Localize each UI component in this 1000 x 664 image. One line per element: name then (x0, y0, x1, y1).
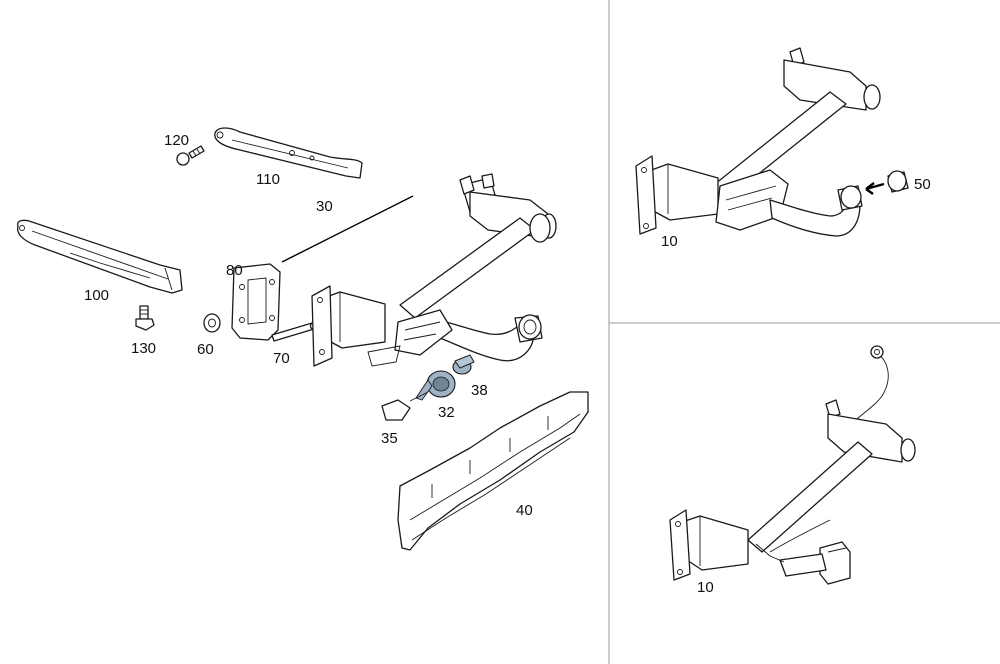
callout-120: 120 (164, 132, 189, 149)
callout-70: 70 (273, 350, 290, 367)
callout-110: 110 (256, 171, 280, 188)
callout-10-top: 10 (661, 233, 678, 250)
crossbar-100 (16, 219, 183, 294)
callout-40: 40 (516, 502, 533, 519)
callout-10-bottom: 10 (697, 579, 714, 596)
bumper-reinforcement-40 (397, 391, 589, 551)
leader-30 (281, 195, 414, 263)
callout-30: 30 (316, 198, 333, 215)
clip-35 (381, 399, 411, 421)
towbar-assembly (311, 173, 557, 367)
arrow-50 (865, 182, 885, 195)
callout-100: 100 (84, 287, 109, 304)
callout-60: 60 (197, 341, 214, 358)
leader-32 (409, 391, 429, 402)
callout-80: 80 (226, 262, 243, 279)
callout-50: 50 (914, 176, 931, 193)
bracket-80 (231, 263, 281, 341)
callout-130: 130 (131, 340, 156, 357)
callout-38: 38 (471, 382, 488, 399)
bolt-38 (452, 354, 475, 375)
main-exploded-view: 120 110 30 100 80 130 60 70 38 32 35 40 (16, 127, 589, 551)
top-right-view: 50 10 (635, 47, 931, 250)
bolt-130 (135, 305, 155, 331)
pin-70 (271, 321, 319, 342)
bolt-120 (176, 145, 205, 166)
callout-32: 32 (438, 404, 455, 421)
crossbar-110 (214, 127, 363, 179)
nut-60 (203, 313, 221, 333)
bottom-right-view: 10 (669, 345, 916, 596)
callout-35: 35 (381, 430, 398, 447)
lock-motor-32 (415, 370, 456, 401)
